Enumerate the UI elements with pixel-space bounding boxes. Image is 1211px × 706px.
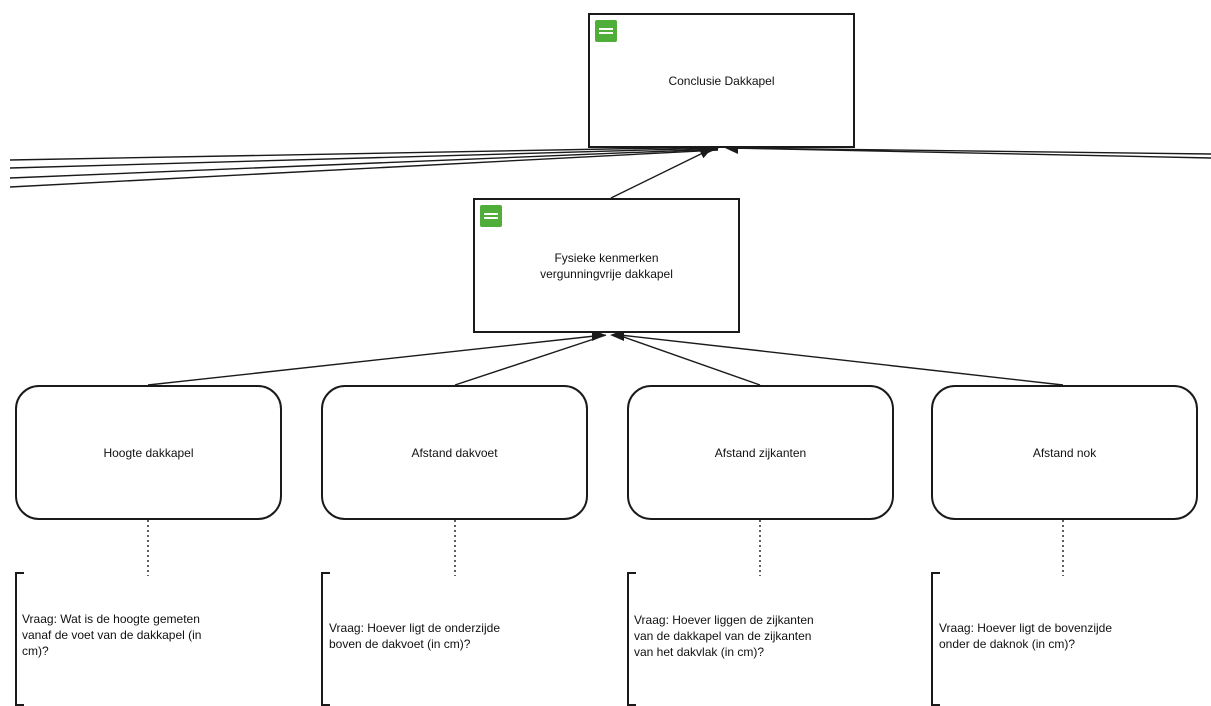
input-hoogte-dakkapel[interactable]: Hoogte dakkapel	[15, 385, 282, 520]
annotation-text-dakvoet: Vraag: Hoever ligt de onderzijde boven d…	[329, 621, 500, 651]
input-label: Afstand nok	[1032, 445, 1097, 460]
input-label: Afstand zijkanten	[714, 445, 807, 460]
annotation-text-hoogte: Vraag: Wat is de hoogte gemeten vanaf de…	[22, 612, 202, 658]
decision-icon	[480, 205, 502, 227]
annotation-text-nok: Vraag: Hoever ligt de bovenzijde onder d…	[939, 621, 1112, 651]
decision-label: Fysieke kenmerken vergunningvrije dakkap…	[540, 250, 673, 281]
association-lines	[147, 520, 1064, 576]
edges-offscreen-right	[729, 147, 1211, 159]
input-afstand-nok[interactable]: Afstand nok	[931, 385, 1198, 520]
edge-fysieke-to-conclusie	[610, 148, 712, 199]
decision-fysieke-kenmerken[interactable]: Fysieke kenmerken vergunningvrije dakkap…	[473, 198, 740, 333]
input-label: Afstand dakvoet	[411, 445, 498, 460]
edges-offscreen-left	[9, 146, 719, 188]
annotation-text-zijkanten: Vraag: Hoever liggen de zijkanten van de…	[634, 613, 814, 659]
decision-label: Conclusie Dakkapel	[668, 73, 775, 88]
input-label: Hoogte dakkapel	[103, 445, 194, 460]
edges-inputs-to-fysieke	[147, 334, 1064, 386]
input-afstand-zijkanten[interactable]: Afstand zijkanten	[627, 385, 894, 520]
decision-icon	[595, 20, 617, 42]
decision-conclusie-dakkapel[interactable]: Conclusie Dakkapel	[588, 13, 855, 148]
input-afstand-dakvoet[interactable]: Afstand dakvoet	[321, 385, 588, 520]
